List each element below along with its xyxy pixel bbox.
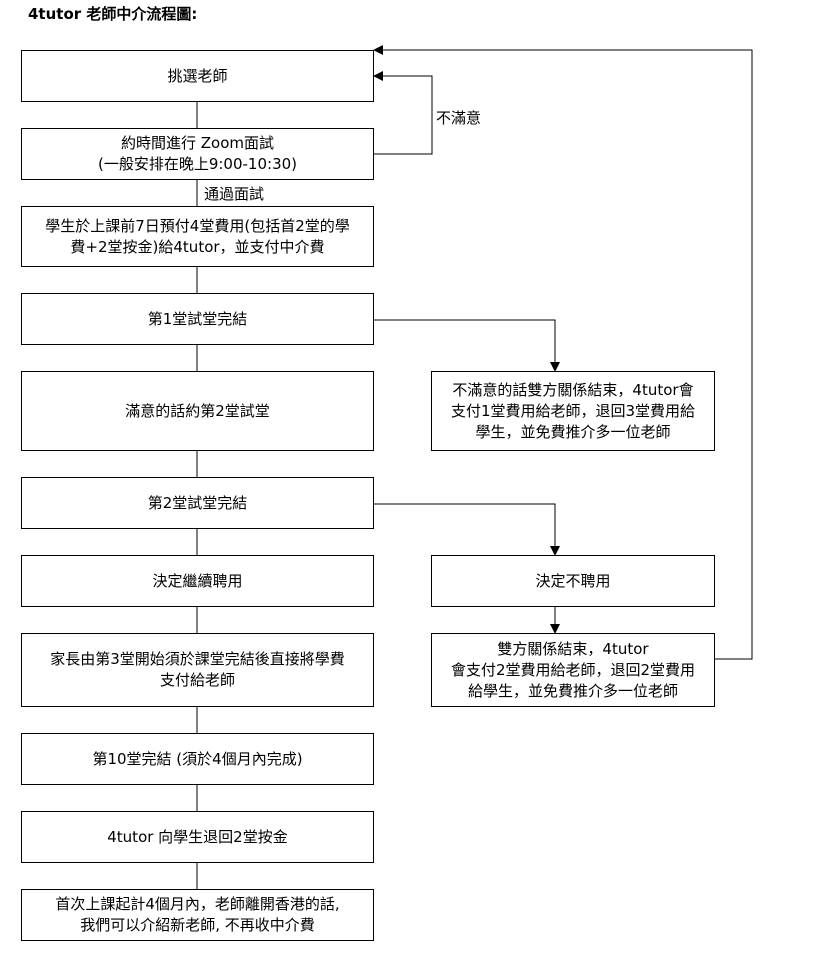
node-parent-pay: 家長由第3堂開始須於課堂完結後直接將學費 支付給老師 [21,633,374,707]
node-satisfied: 滿意的話約第2堂試堂 [21,371,374,451]
label-passed-interview: 通過面試 [204,183,265,204]
node-continue-hire: 決定繼續聘用 [21,555,374,607]
connector-trial2-nohire [374,503,560,556]
node-unsatisfied-end: 不滿意的話雙方關係結束，4tutor會 支付1堂費用給老師，退回3堂費用給 學生… [431,371,715,451]
node-relationship-end: 雙方關係結束，4tutor 會支付2堂費用給老師，退回2堂費用 給學生，並免費推… [431,633,715,707]
node-trial1-complete: 第1堂試堂完結 [21,293,374,345]
node-refund-deposit: 4tutor 向學生退回2堂按金 [21,811,374,863]
diagram-title: 4tutor 老師中介流程圖: [28,5,198,23]
node-lesson10: 第10堂完結 (須於4個月內完成) [21,733,374,785]
label-unsatisfied: 不滿意 [436,107,482,128]
connector-end2-pick [373,45,753,660]
node-zoom-interview: 約時間進行 Zoom面試 (一般安排在晚上9:00-10:30) [21,128,374,180]
connector-unsatisfied-loop [373,71,433,155]
node-pick-teacher: 挑選老師 [21,50,374,102]
node-trial2-complete: 第2堂試堂完結 [21,477,374,529]
node-prepay: 學生於上課前7日預付4堂費用(包括首2堂的學 費+2堂按金)給4tutor，並支… [21,206,374,267]
node-teacher-leaves: 首次上課起計4個月內，老師離開香港的話, 我們可以介紹新老師, 不再收中介費 [21,889,374,941]
connector-trial1-unsat1 [374,319,560,372]
node-no-hire: 決定不聘用 [431,555,715,607]
